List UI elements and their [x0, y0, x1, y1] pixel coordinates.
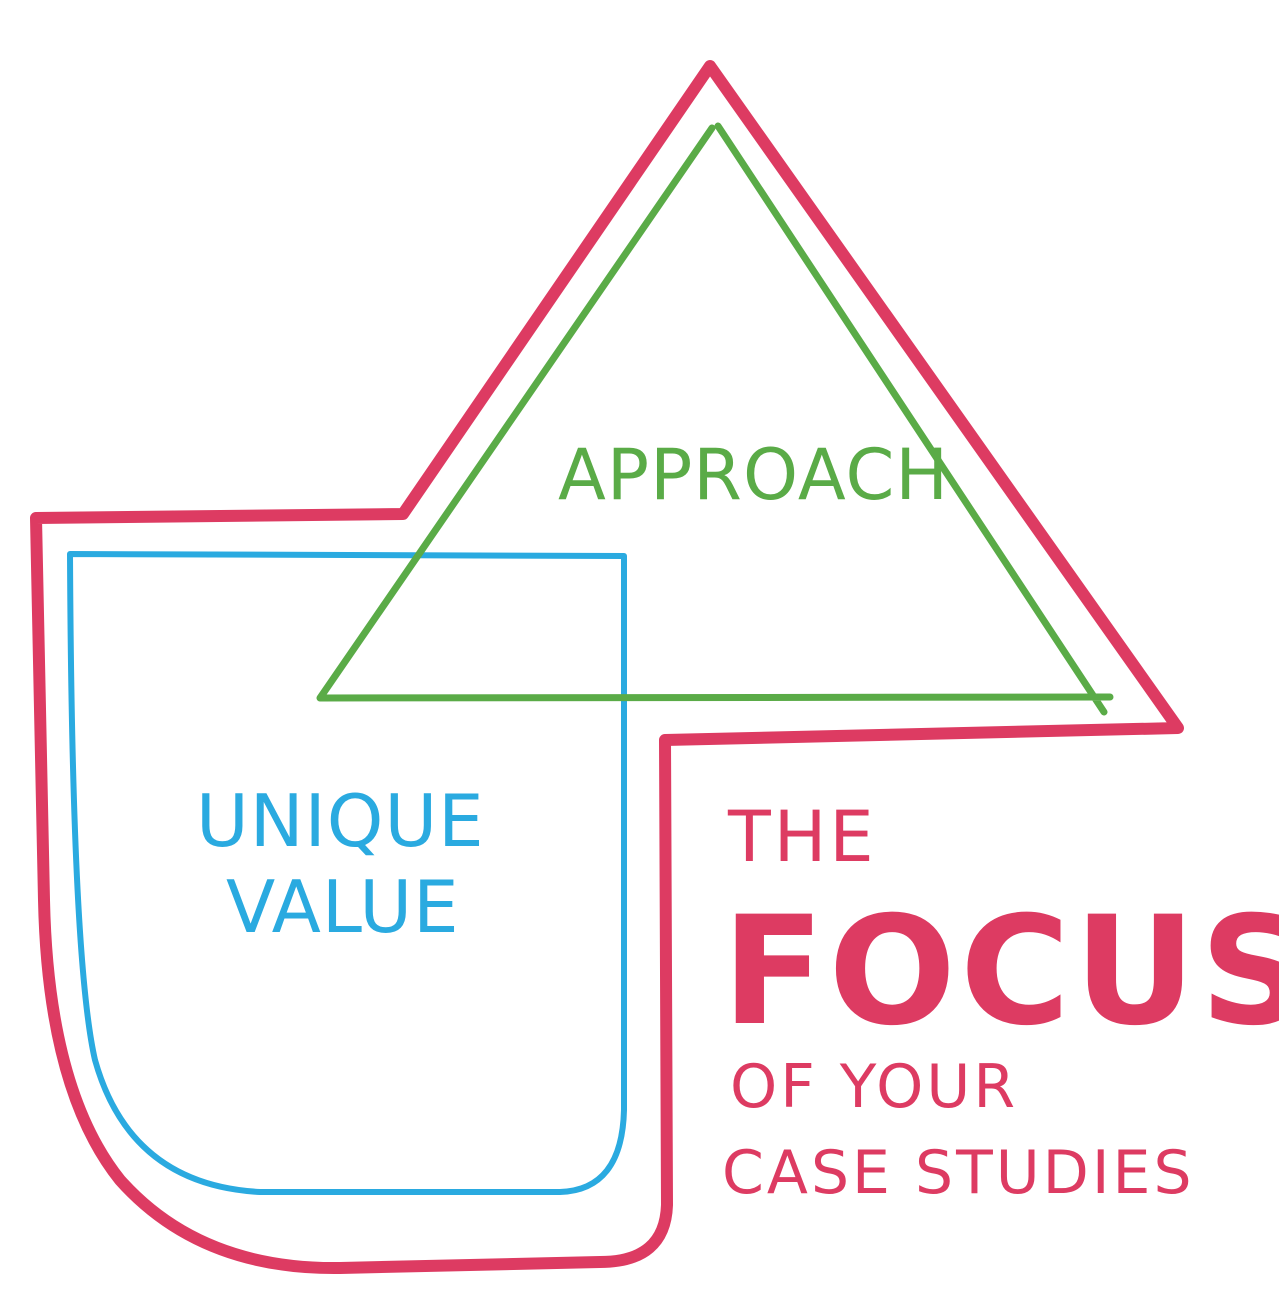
outer-outline-shape	[30, 60, 1184, 1275]
unique-value-label: UNIQUE VALUE	[196, 778, 485, 950]
unique-value-shape	[67, 551, 627, 1195]
title-the: THE	[728, 796, 877, 878]
unique-label-line1: UNIQUE	[196, 779, 485, 863]
title-of-your: OF YOUR	[730, 1052, 1019, 1122]
unique-label-line2: VALUE	[226, 865, 460, 949]
title-focus: FOCUS	[722, 885, 1279, 1059]
approach-label: APPROACH	[558, 434, 949, 516]
approach-triangle	[316, 122, 1114, 716]
title-case-studies: CASE STUDIES	[722, 1138, 1195, 1208]
